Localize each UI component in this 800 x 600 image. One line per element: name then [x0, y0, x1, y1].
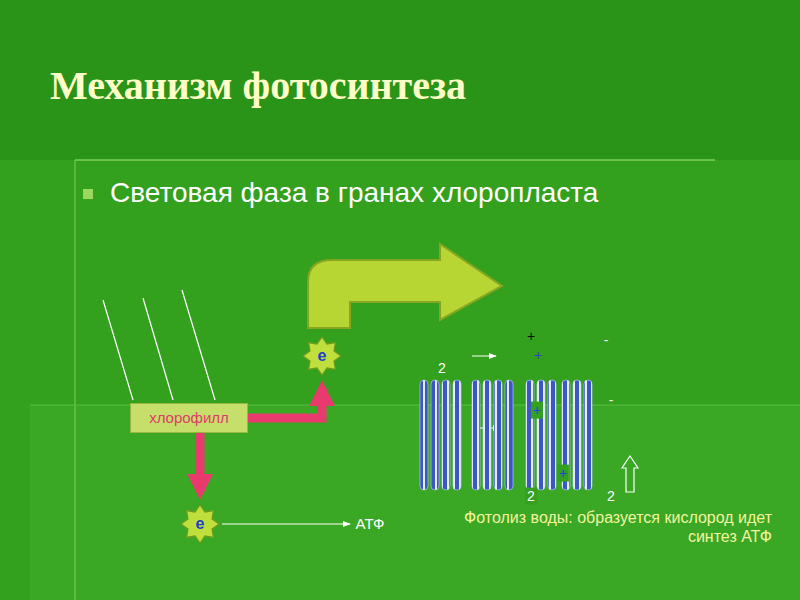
electron-star: е — [302, 336, 342, 376]
energy-arrow — [248, 388, 322, 418]
diagram-label: + — [532, 347, 544, 364]
light-ray — [143, 298, 173, 400]
electron-star: е — [180, 504, 220, 544]
pigment-label: хлорофилл — [139, 409, 239, 427]
star-shape — [181, 505, 219, 543]
diagram-label: 2 — [607, 488, 615, 505]
rule-line — [75, 159, 715, 161]
membrane-stripe — [453, 380, 461, 490]
diagram-label: - — [609, 392, 614, 409]
membrane-stripe — [483, 380, 491, 490]
energy-arrow — [196, 433, 205, 492]
bullet-mark — [83, 189, 93, 199]
small-arrow — [472, 356, 496, 357]
light-ray — [103, 300, 133, 400]
membrane-stripe — [573, 380, 581, 490]
membrane-stripe — [526, 380, 534, 490]
star-shape — [303, 337, 341, 375]
membrane-figure — [420, 380, 592, 490]
membrane-stripe — [472, 380, 480, 490]
diagram-label: - — [604, 332, 609, 349]
membrane-stripe — [420, 380, 428, 490]
diagram-label: + — [527, 328, 535, 345]
membrane-stripe — [442, 380, 450, 490]
membrane-stripe — [584, 380, 592, 490]
slide-title: Механизм фотосинтеза — [50, 62, 466, 109]
rule-line — [75, 160, 76, 600]
membrane-stripe — [548, 380, 556, 490]
atp-arrow — [222, 523, 350, 524]
header-band — [0, 0, 800, 160]
diagram-label: + — [531, 402, 543, 419]
lower-band — [30, 405, 800, 600]
light-ray — [182, 290, 215, 400]
membrane-stripe — [537, 380, 545, 490]
diagram-label: + — [557, 465, 569, 482]
diagram-label: АТФ — [356, 515, 385, 533]
membrane-stripe — [494, 380, 502, 490]
electron-label: е — [196, 514, 205, 533]
up-arrow — [622, 456, 638, 492]
membrane-stripe — [431, 380, 439, 490]
pigment-box: хлорофилл — [130, 403, 248, 433]
electron-label: е — [318, 346, 327, 365]
diagram-label: 2 — [438, 360, 446, 377]
caption-note: Фотолиз воды: образуется кислород идет с… — [452, 508, 772, 546]
big-curved-arrow — [308, 244, 502, 328]
diagram-label: 2 — [525, 488, 537, 505]
membrane-stripe — [505, 380, 513, 490]
bullet-text: Световая фаза в гранах хлоропласта — [110, 176, 598, 210]
